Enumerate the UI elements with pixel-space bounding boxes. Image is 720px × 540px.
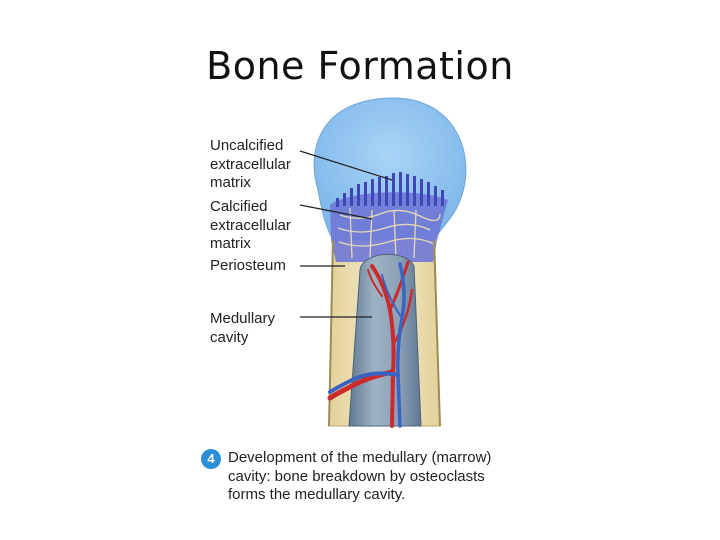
step-badge: 4 bbox=[201, 449, 221, 469]
label-calcified-matrix: Calcified extracellular matrix bbox=[210, 198, 291, 252]
leader-lines bbox=[299, 150, 393, 318]
figure-caption: Development of the medullary (marrow) ca… bbox=[228, 449, 492, 503]
blood-vessels bbox=[327, 260, 414, 428]
chondrocyte-columns bbox=[336, 172, 444, 207]
periosteum-layer bbox=[328, 239, 441, 427]
slide-title: Bone Formation bbox=[206, 44, 514, 88]
label-periosteum: Periosteum bbox=[210, 257, 286, 274]
label-uncalcified-matrix: Uncalcified extracellular matrix bbox=[210, 137, 291, 191]
trabecular-network bbox=[337, 207, 441, 259]
medullary-cavity bbox=[348, 253, 422, 427]
label-medullary-cavity: Medullary cavity bbox=[210, 310, 276, 346]
